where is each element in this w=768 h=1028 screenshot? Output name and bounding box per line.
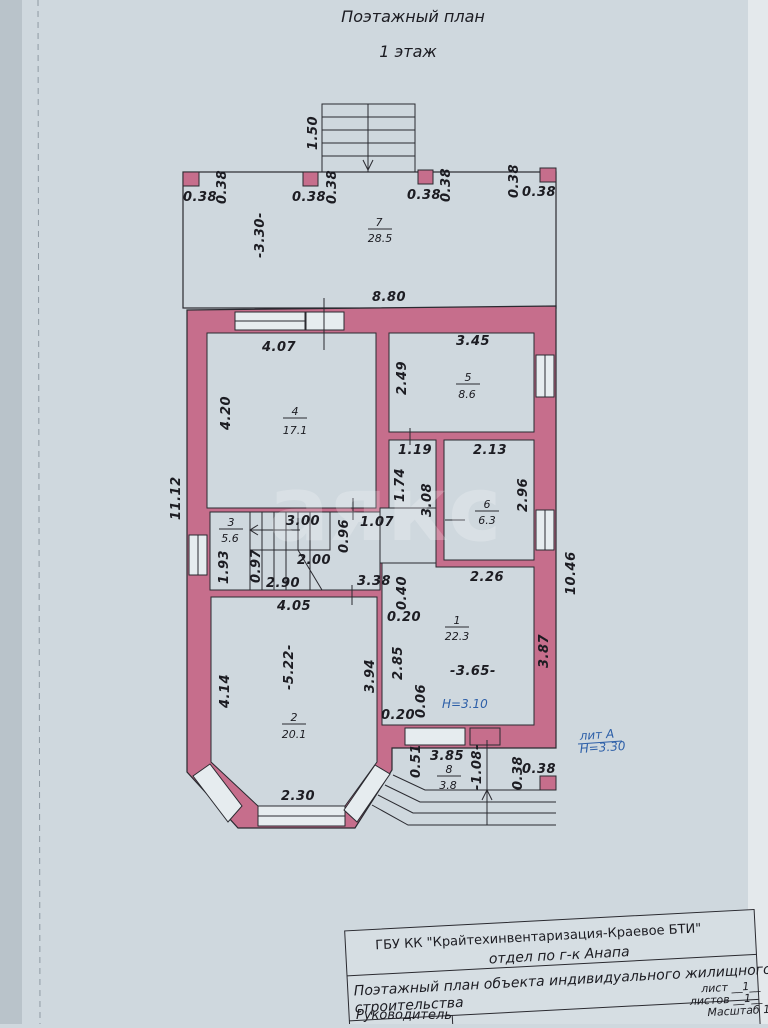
room-6 [443,439,535,561]
dimension-label: 2.30 [281,789,315,804]
dimension-label: 2.26 [470,570,504,585]
dimension-label: 1.07 [360,515,395,530]
dimension-label: 3.87 [537,633,552,668]
dimension-label: 0.51 [409,744,424,778]
hall [379,507,437,564]
dimension-label: -1.08- [470,744,485,790]
dimension-label: 3.94 [363,659,378,693]
room-number: 6 [484,498,491,511]
building-height-label: H=3.30 [579,739,626,756]
dimension-label: 3.00 [286,514,320,529]
floor-label: 1 этаж [379,42,437,61]
dimension-label: 3.85 [430,749,464,764]
dimension-label: 4.14 [218,674,233,709]
room-number: 8 [446,763,453,776]
room-3-stairs [209,511,381,591]
head-label: Руководитель [356,1008,452,1023]
dimension-label: -3.65- [450,664,496,679]
scale-label: Масштаб 1:100 [707,1002,768,1020]
dimension-label: 3.45 [456,334,490,349]
room-area: 6.3 [478,514,496,527]
sheet-number: лист __1__ [700,979,761,995]
dimension-label: 3.08 [420,483,435,517]
column [302,171,319,187]
room-height-label: H=3.10 [442,697,488,711]
room-number: 7 [376,216,383,229]
room-4 [206,332,377,509]
dimension-label: 0.38 [292,190,326,205]
dimension-label: 1.74 [393,468,408,502]
dimension-label: 0.38 [522,185,556,200]
dimension-label: -5.22- [282,644,297,690]
dimension-label: 11.12 [169,476,184,520]
room-area: 5.6 [221,532,239,545]
annotations: H=3.10 лит А H=3.30 [442,697,626,756]
dimension-label: 0.96 [337,519,352,553]
dimension-label: 2.90 [266,576,300,591]
dimension-label: 0.38 [439,168,454,202]
dimension-label: 0.38 [507,164,522,198]
margin-line [37,0,41,1025]
room-area: 28.5 [368,232,393,245]
dimension-label: 0.38 [215,170,230,204]
dimension-label: 0.38 [183,190,217,205]
plan-title: Поэтажный план [341,7,485,26]
dimension-label: 2.13 [473,443,507,458]
room-number: 2 [291,711,298,724]
dimension-label: 1.19 [398,443,432,458]
document-subject-line-2: строительства [354,995,464,1017]
sheet-count: листов __1__ [688,991,762,1008]
room-labels: 7 28.5 4 17.1 5 8.6 6 6.3 3 5.6 1 22.3 2… [219,216,499,792]
dimension-label: 1.50 [306,116,321,150]
dimension-label: 2.96 [516,478,531,512]
room-number: 5 [465,371,472,384]
next-page-edge [748,0,768,1024]
dimension-label: 0.06 [414,684,429,718]
room-number: 3 [228,516,235,529]
interior-stairs [249,511,331,591]
dimension-label: 4.20 [219,396,234,431]
dimension-label: 0.38 [325,170,340,204]
dimension-label: 0.20 [381,708,415,723]
building-letter-label: лит А [578,727,614,743]
page-edge [0,0,22,1024]
room-area: 3.8 [439,779,457,792]
room-number: 1 [454,614,461,627]
department-name: отдел по г-к Анапа [488,944,630,967]
room-area: 17.1 [283,424,308,437]
room-5 [388,332,535,433]
dimension-label: 0.20 [387,610,421,625]
column [417,169,434,185]
dimension-label: 2.49 [395,361,410,395]
column [539,167,557,183]
dimension-label: 0.38 [407,188,441,203]
dimension-label: 0.40 [395,576,410,610]
dimension-label: 3.38 [357,574,391,589]
dimension-label: 0.38 [522,762,556,777]
dimension-label: 0.97 [249,548,264,583]
dimension-label: 2.00 [297,553,331,568]
porch [371,727,557,826]
dimension-label: 4.05 [276,599,311,614]
room-area: 22.3 [445,630,470,643]
dimension-label: 4.07 [261,340,297,355]
dimension-label: 0.38 [511,756,526,790]
dimension-label: 8.80 [372,290,406,305]
room-2 [210,596,378,807]
room-area: 20.1 [282,728,307,741]
room-area: 8.6 [458,388,476,401]
windows [188,311,555,827]
dimension-label: -3.30- [253,212,268,258]
dimension-label: 2.85 [391,646,406,680]
watermark-logo: аякс [269,457,502,562]
column [182,171,200,187]
dimension-label: 10.46 [564,551,579,595]
door-markers [323,298,465,605]
dimension-label: 1.93 [217,550,232,584]
dimension-labels: 1.50 0.38 0.38 0.38 0.38 0.38 0.38 0.38 … [169,116,579,804]
title-block: ГБУ КК "Крайтехинвентаризация-Краевое БТ… [344,908,768,1028]
room-number: 4 [292,405,299,418]
